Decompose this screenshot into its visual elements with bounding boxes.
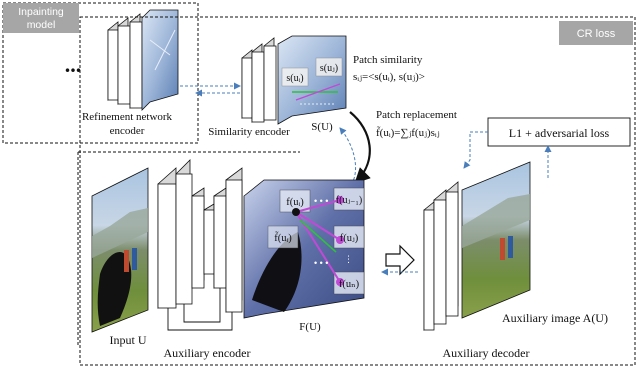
auxiliary-image-label: Auxiliary image A(U) xyxy=(502,311,608,325)
cr-loss-tag xyxy=(559,21,633,45)
feature-map-label: F(U) xyxy=(299,321,321,333)
aux-region-edge xyxy=(77,151,300,346)
loss-box xyxy=(487,117,631,147)
svg-text:⋮: ⋮ xyxy=(344,254,353,264)
auxiliary-encoder-label: Auxiliary encoder xyxy=(164,346,251,360)
inpainting-ellipsis: ... xyxy=(65,52,82,77)
inpainting-model-tag-line1: Inpainting xyxy=(18,6,64,18)
patch-replacement-title: Patch replacement xyxy=(376,109,457,121)
inpainting-model-box xyxy=(2,2,199,144)
feature-f-uj: f(uⱼ) xyxy=(340,233,359,244)
cr-loss-box xyxy=(79,16,636,366)
patch-replacement-formula: f̃(uᵢ)=∑ⱼf(uⱼ)sᵢⱼ xyxy=(376,125,440,139)
inpainting-model-tag xyxy=(3,3,79,33)
feature-f-ui: f(uᵢ) xyxy=(286,197,304,208)
feature-f-ui-tilde: f̃(uᵢ) xyxy=(274,230,292,244)
patch-similarity-formula: sᵢⱼ=<s(uᵢ), s(uⱼ)> xyxy=(353,71,425,83)
similarity-map xyxy=(277,35,347,125)
svg-text:• • •: • • • xyxy=(314,258,328,268)
patch-replacement-arrow xyxy=(349,111,371,184)
feature-f-un: f(uₙ) xyxy=(339,279,360,290)
loss-to-decoder-arrow xyxy=(463,131,488,169)
refinement-encoder-label-line2: encoder xyxy=(110,125,145,137)
similarity-encoder-slabs xyxy=(241,37,277,123)
refinement-encoder-slabs xyxy=(107,9,179,111)
auxiliary-decoder-slabs xyxy=(423,181,459,331)
feature-f-uj-minus-1: f(uⱼ₋₁) xyxy=(336,195,362,206)
feature-to-decoder-arrow xyxy=(385,244,415,276)
patch-s-ui: s(uᵢ) xyxy=(286,73,303,84)
auxiliary-image xyxy=(461,161,531,319)
patch-s-uj: s(uⱼ) xyxy=(320,63,338,74)
feature-map: • • • • • • ⋮ xyxy=(243,179,365,319)
auxiliary-encoder-slabs xyxy=(157,159,243,331)
cr-loss-tag-text: CR loss xyxy=(577,28,616,40)
similarity-encoder-label: Similarity encoder xyxy=(208,126,290,138)
inpainting-model-tag-line2: model xyxy=(27,19,56,31)
refinement-encoder-label-line1: Refinement network xyxy=(82,111,173,123)
patch-similarity-title: Patch similarity xyxy=(353,54,423,66)
loss-label: L1 + adversarial loss xyxy=(509,126,610,140)
input-label: Input U xyxy=(110,333,147,347)
feature-to-similarity-dashed-arrow xyxy=(339,127,357,189)
input-image xyxy=(91,167,149,333)
auxiliary-decoder-label: Auxiliary decoder xyxy=(443,346,530,360)
similarity-map-label: S(U) xyxy=(311,121,333,133)
svg-text:• • •: • • • xyxy=(314,196,328,206)
